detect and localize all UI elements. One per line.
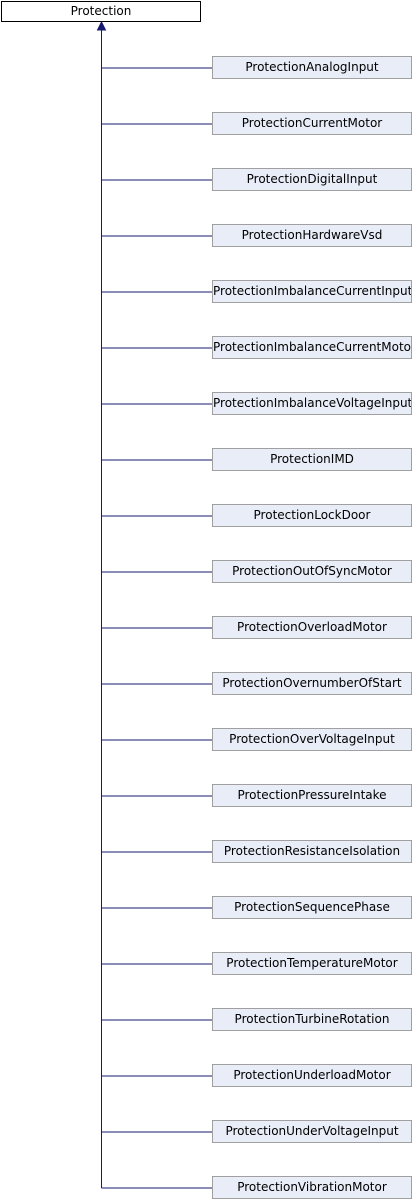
derived-class-node[interactable]: ProtectionResistanceIsolation [212, 840, 412, 863]
derived-class-node[interactable]: ProtectionHardwareVsd [212, 224, 412, 247]
derived-class-node[interactable]: ProtectionOutOfSyncMotor [212, 560, 412, 583]
derived-class-node[interactable]: ProtectionImbalanceCurrentMotor [212, 336, 412, 359]
derived-class-node[interactable]: ProtectionCurrentMotor [212, 112, 412, 135]
derived-class-node[interactable]: ProtectionOverVoltageInput [212, 728, 412, 751]
derived-class-node[interactable]: ProtectionLockDoor [212, 504, 412, 527]
derived-class-node[interactable]: ProtectionUnderVoltageInput [212, 1120, 412, 1143]
derived-class-node[interactable]: ProtectionDigitalInput [212, 168, 412, 191]
derived-class-node[interactable]: ProtectionTemperatureMotor [212, 952, 412, 975]
derived-class-node[interactable]: ProtectionUnderloadMotor [212, 1064, 412, 1087]
derived-class-node[interactable]: ProtectionImbalanceVoltageInput [212, 392, 412, 415]
arrowhead-icon [96, 20, 107, 31]
derived-class-node[interactable]: ProtectionOvernumberOfStart [212, 672, 412, 695]
derived-class-node[interactable]: ProtectionOverloadMotor [212, 616, 412, 639]
derived-class-node[interactable]: ProtectionIMD [212, 448, 412, 471]
derived-class-node[interactable]: ProtectionAnalogInput [212, 56, 412, 79]
derived-class-node[interactable]: ProtectionTurbineRotation [212, 1008, 412, 1031]
derived-class-node[interactable]: ProtectionVibrationMotor [212, 1176, 412, 1199]
derived-class-node[interactable]: ProtectionPressureIntake [212, 784, 412, 807]
base-class-node[interactable]: Protection [1, 1, 201, 22]
derived-class-node[interactable]: ProtectionSequencePhase [212, 896, 412, 919]
derived-class-node[interactable]: ProtectionImbalanceCurrentInput [212, 280, 412, 303]
